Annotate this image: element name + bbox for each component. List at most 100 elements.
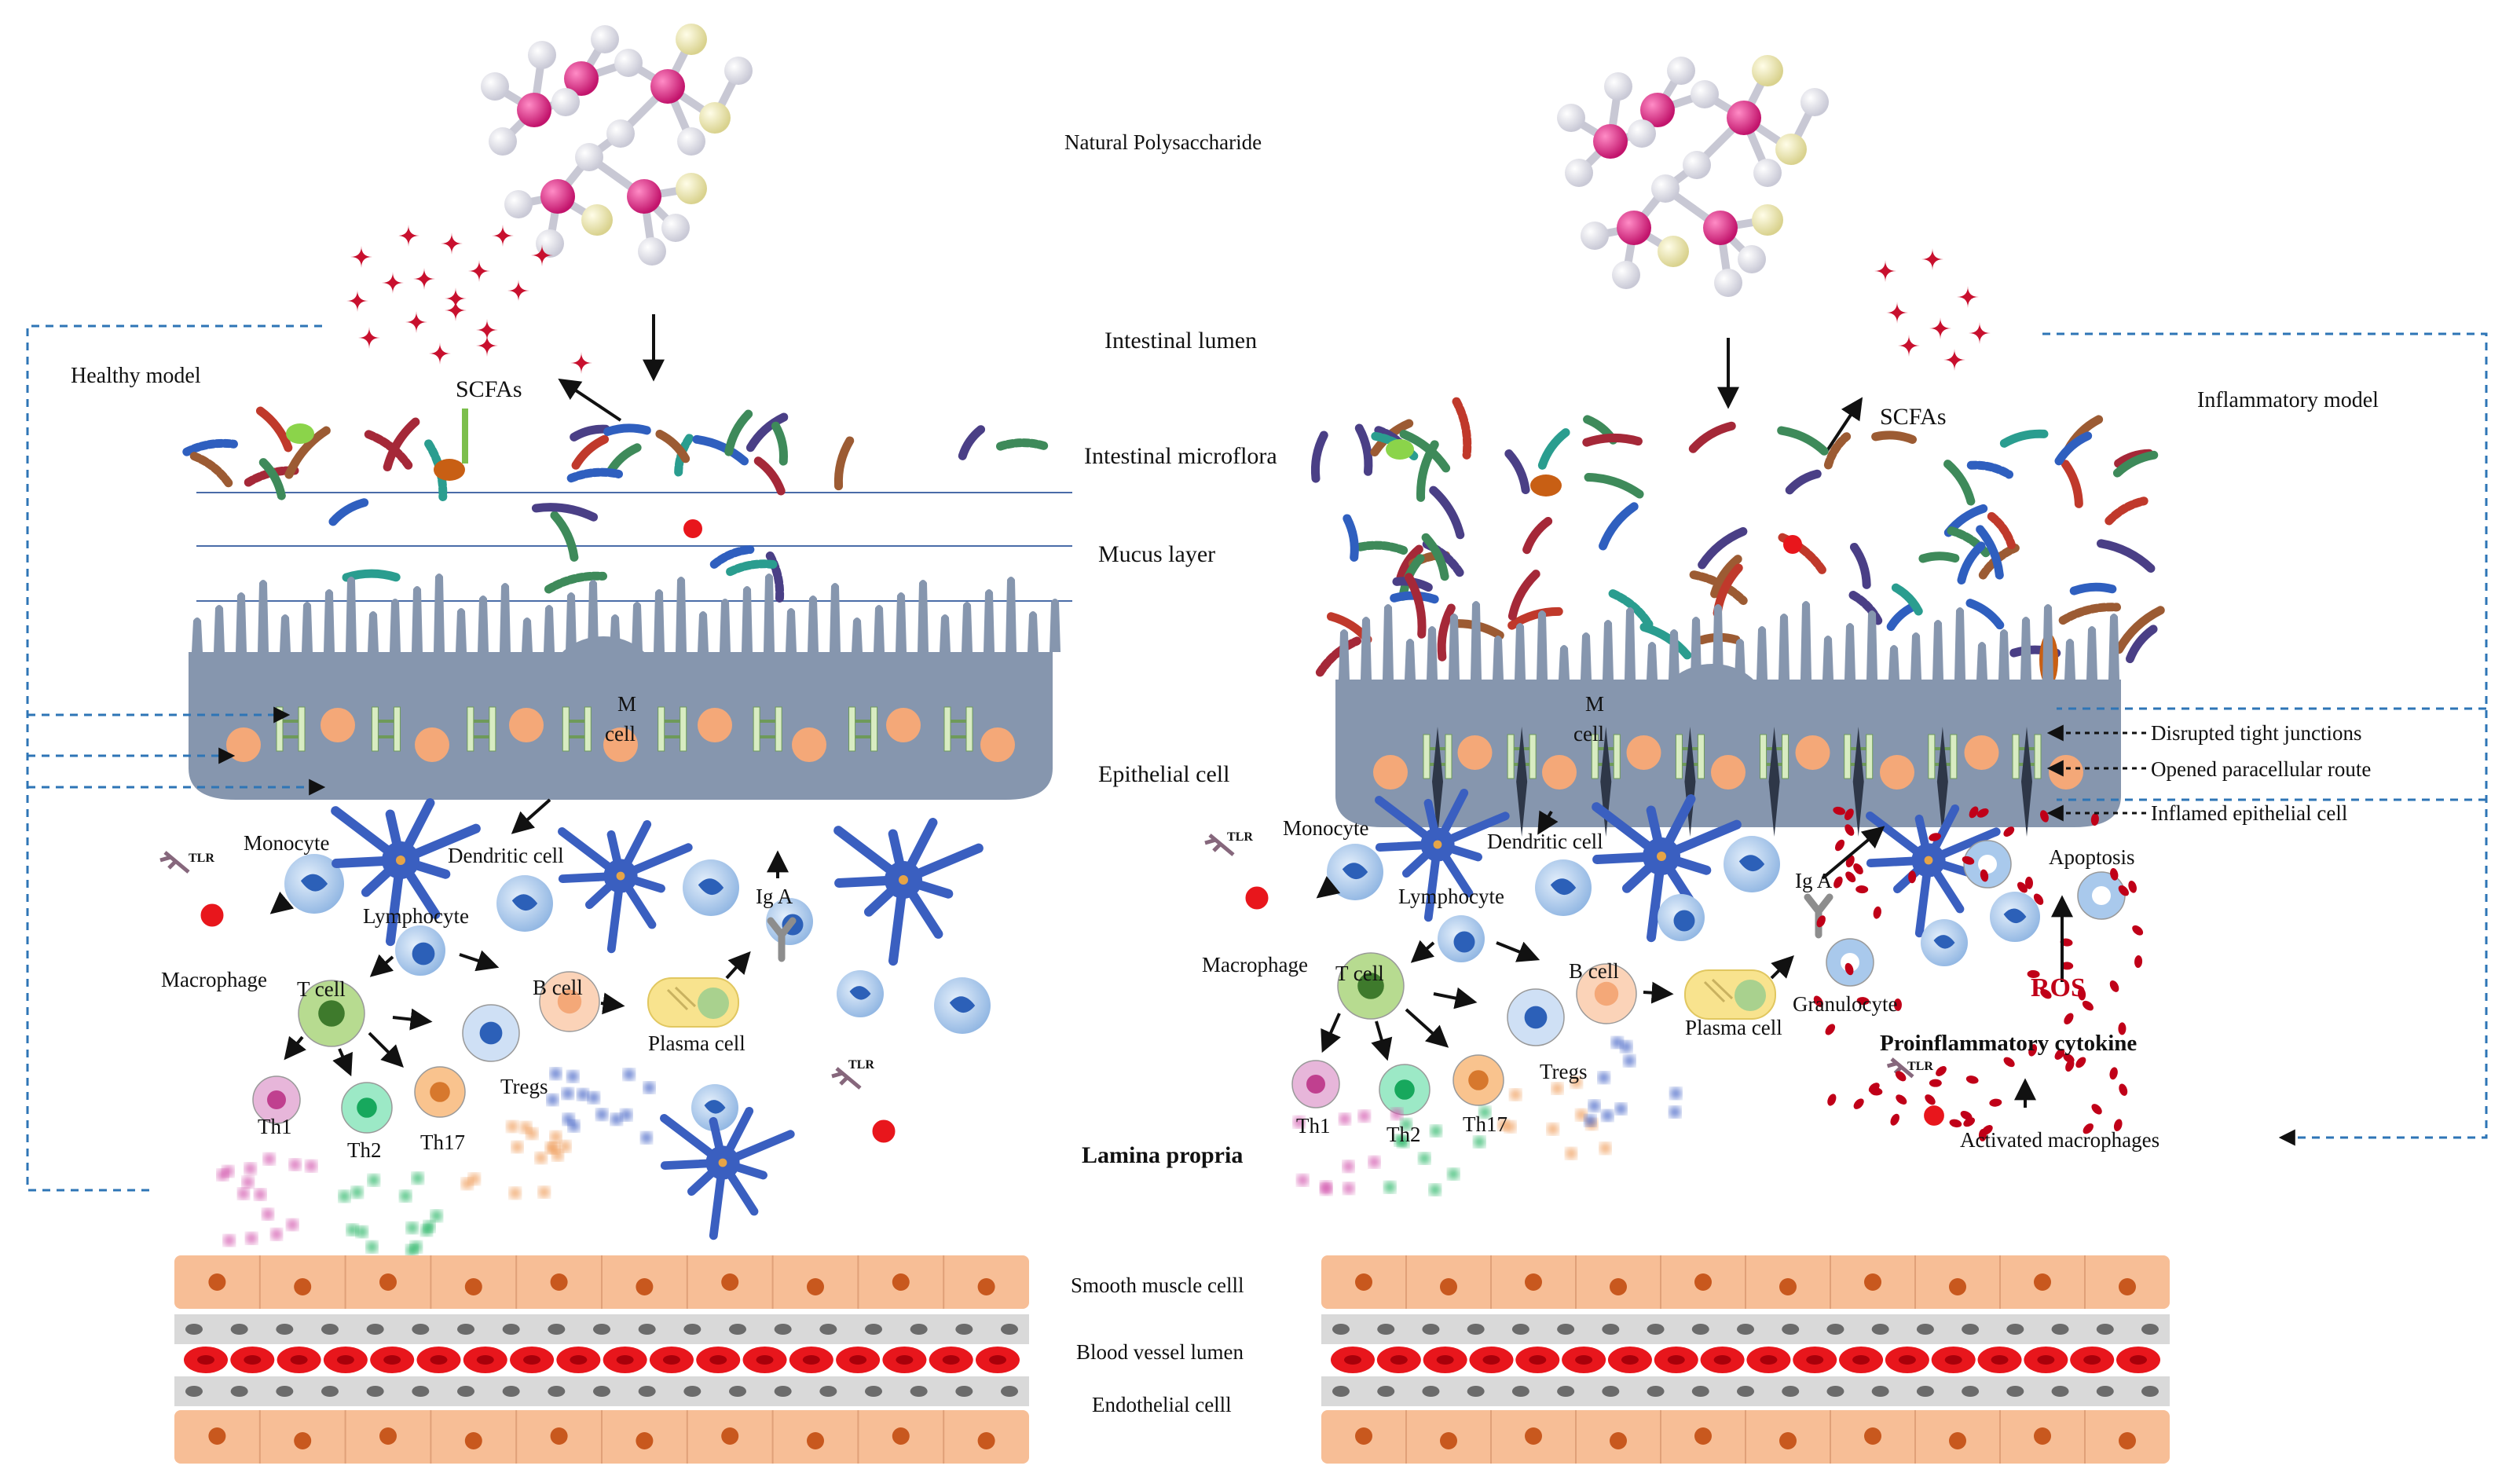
ros-dot (2109, 1067, 2118, 1080)
red-blood-cell-center (1991, 1355, 2009, 1365)
endothelial-nucleus (1737, 1386, 1754, 1397)
muscle-nucleus (1949, 1278, 1966, 1295)
pathway-arrow (1321, 1013, 1341, 1053)
cytokine-dot (244, 1163, 256, 1174)
molecule-atom (699, 102, 731, 134)
red-blood-cell-center (1898, 1355, 1916, 1365)
t-cell-label-right: T cell (1335, 962, 1384, 985)
bacterium (1976, 525, 2004, 580)
cytokine-dot (1368, 1156, 1380, 1168)
bacterium (1849, 542, 1871, 589)
bacterium (753, 456, 786, 496)
molecule-atom (661, 214, 690, 242)
bacterium (255, 406, 293, 453)
molecule-atom (504, 190, 533, 218)
muscle-nucleus (294, 1432, 312, 1449)
pathway-arrow (284, 1035, 306, 1061)
molecule-atom (575, 143, 603, 171)
cytokine-dot (1588, 1100, 1600, 1112)
cytokine-dot (461, 1178, 473, 1189)
molecule-atom (1658, 236, 1689, 267)
th1-label-right: Th1 (1296, 1114, 1331, 1138)
endothelial-nucleus (638, 1386, 656, 1397)
red-blood-cell-center (942, 1355, 960, 1365)
muscle-nucleus (550, 1273, 568, 1291)
monocyte-label-right: Monocyte (1283, 816, 1368, 840)
dendritic-label-right: Dendritic cell (1487, 830, 1603, 853)
bacterium (603, 423, 651, 436)
cytokine-dot (1598, 1072, 1610, 1083)
muscle-nucleus (1779, 1278, 1797, 1295)
muscle-nucleus (1864, 1273, 1881, 1291)
bacterium (2105, 496, 2148, 526)
dendritic-label: Dendritic cell (448, 844, 564, 867)
th1-cell-nucleus (1306, 1075, 1325, 1094)
monocyte-nucleus (511, 894, 538, 911)
muscle-nucleus (208, 1427, 226, 1445)
bacterium (1688, 421, 1736, 453)
endothelial-nucleus (366, 1386, 384, 1397)
th17-label-right: Th17 (1463, 1112, 1507, 1136)
healthy-model-title: Healthy model (71, 364, 201, 388)
m-cell (548, 636, 658, 731)
cytokine-dot (1474, 1136, 1485, 1148)
bacterium (383, 417, 420, 471)
th2-cell-nucleus (357, 1097, 377, 1118)
cytokine-dot (217, 1169, 229, 1181)
cytokine-dot (237, 1188, 249, 1200)
epithelial-nucleus (1880, 755, 1914, 790)
tight-junction (1591, 734, 1599, 779)
tight-junction (753, 706, 760, 752)
tight-junction (1782, 734, 1789, 779)
muscle-nucleus (2034, 1427, 2051, 1445)
label-mucus-layer: Mucus layer (1098, 541, 1215, 567)
ros-dot (2027, 969, 2040, 978)
cytokine-dot (526, 1127, 538, 1139)
muscle-nucleus (2119, 1432, 2136, 1449)
bacterium (2115, 606, 2165, 654)
cytokine-dot (430, 1210, 442, 1222)
paracellular-gap (1516, 727, 1528, 837)
bacterium (1522, 517, 1553, 555)
bacterium (724, 409, 753, 456)
red-blood-cell-center (849, 1355, 867, 1365)
pathway-arrow (511, 798, 551, 834)
bacterium (765, 551, 785, 606)
endothelial-nucleus (1916, 1324, 1934, 1335)
cytokine-dot (1551, 1083, 1563, 1094)
bacterium (1507, 570, 1540, 621)
epithelial-nucleus (1542, 755, 1577, 790)
endothelial-nucleus (548, 1324, 566, 1335)
cytokine-dot (339, 1190, 350, 1202)
cytokine-dot (1510, 1089, 1522, 1101)
muscle-nucleus (807, 1432, 824, 1449)
monocyte-nucleus (1933, 935, 1955, 949)
activated-macrophages-label: Activated macrophages (1960, 1128, 2159, 1152)
cytokine-dot (550, 1068, 562, 1079)
ros-dot (1980, 869, 1989, 882)
pathway-arrow (1496, 941, 1540, 962)
scfa-star (1943, 349, 1965, 371)
bacterium (1947, 526, 1991, 558)
pathway-arrow (1643, 981, 1674, 1004)
ros-dot (1962, 856, 1975, 865)
bacterium (1987, 511, 2016, 550)
muscle-nucleus (1525, 1427, 1542, 1445)
red-blood-cell-center (756, 1355, 774, 1365)
tlr-receptor (1204, 834, 1235, 856)
inflamed-epithelial-label: Inflamed epithelial cell (2151, 801, 2347, 825)
tlr-label-right: TLR (1227, 830, 1253, 844)
ros-dot (1925, 1094, 1936, 1105)
molecule-atom (1800, 88, 1829, 116)
muscle-nucleus (1355, 1273, 1372, 1291)
endothelial-nucleus (185, 1324, 203, 1335)
red-blood-cell-center (290, 1355, 308, 1365)
cytokine-dot (643, 1082, 655, 1094)
cytokine-dot (509, 1187, 521, 1199)
label-blood-vessel: Blood vessel lumen (1076, 1340, 1244, 1364)
molecule-atom (581, 204, 613, 236)
ros-dot (1844, 962, 1854, 976)
m-cell-label-right-1: M (1585, 692, 1604, 716)
bacterium (745, 412, 789, 453)
endothelial-nucleus (1691, 1386, 1709, 1397)
